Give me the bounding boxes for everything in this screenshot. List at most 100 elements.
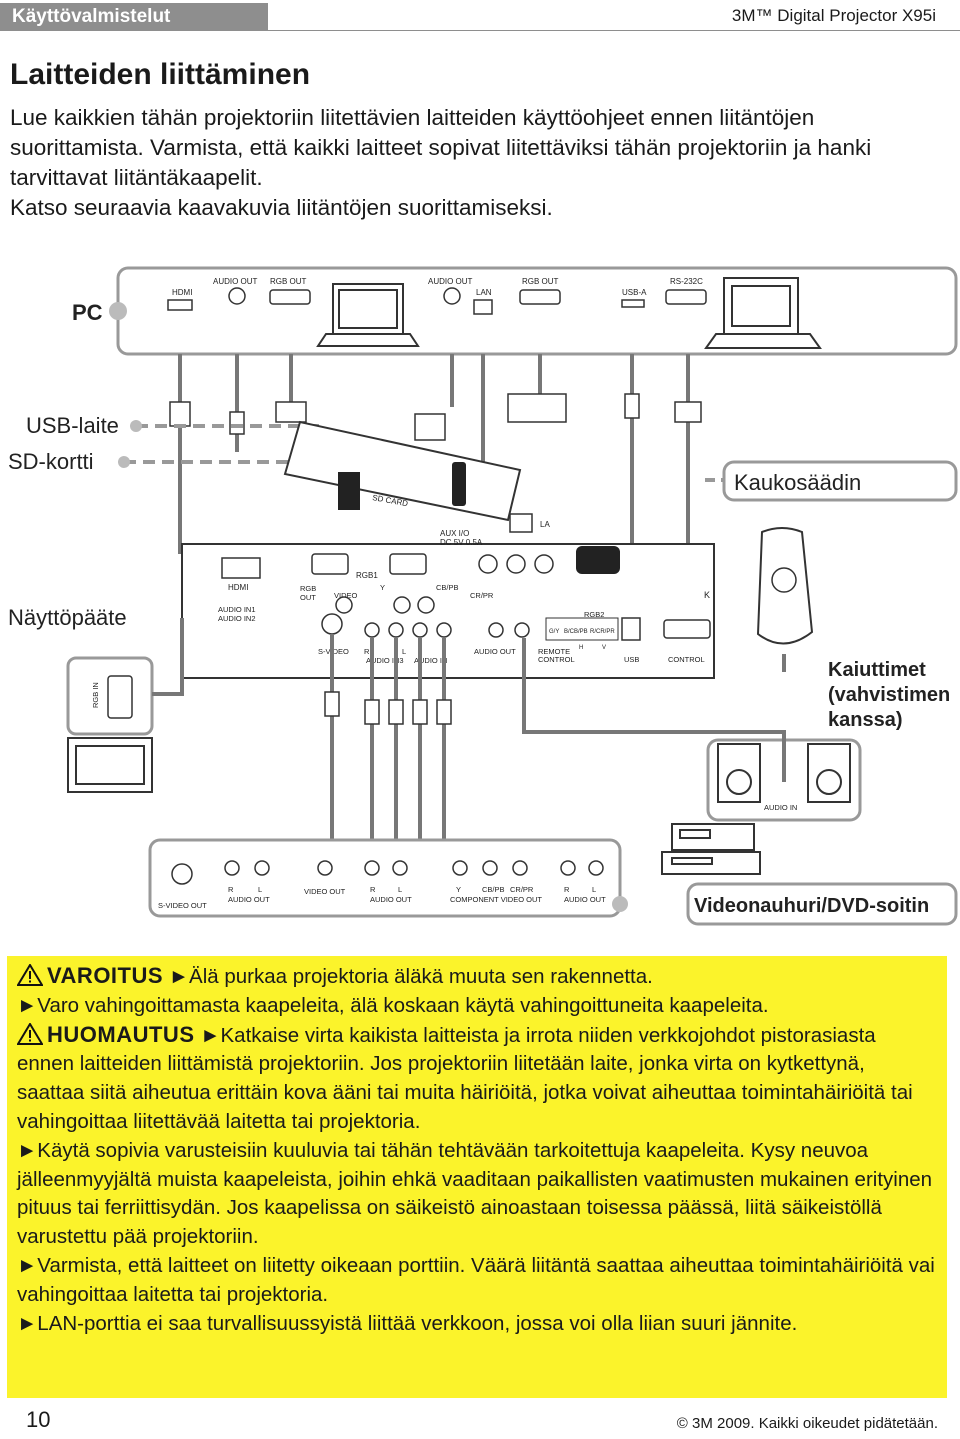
lan-port-label: LA [540, 520, 550, 529]
y-label: Y [380, 583, 385, 592]
pc-port-rgb-out: RGB OUT [270, 277, 307, 286]
remote-label-box [722, 460, 958, 502]
audio-in3-label: AUDIO IN3 [366, 656, 404, 665]
cable-plug-icon [169, 401, 191, 427]
rgb2-r-label: R/CR/PR [590, 629, 615, 635]
rgb-out-label-2: OUT [300, 593, 316, 602]
vcr-audio-out-label: AUDIO OUT [228, 895, 270, 904]
vcr-audio-out2-label: AUDIO OUT [370, 895, 412, 904]
vcr-l3-label: L [592, 885, 596, 894]
cable-plug-icon [674, 401, 702, 423]
notice-paragraph: HUOMAUTUS ►Katkaise virta kaikista laitt… [17, 1021, 937, 1137]
remote-control-label-2: CONTROL [538, 655, 575, 664]
notice-paragraph: ►Varmista, että laitteet on liitetty oik… [17, 1252, 937, 1310]
cable-plug-icon [414, 413, 446, 441]
rgb2-g-label: G/Y [549, 629, 559, 635]
arrow-icon: ► [17, 1311, 38, 1335]
warning-triangle-icon [17, 1022, 43, 1045]
pc-port-usb-a: USB-A [622, 288, 647, 297]
lan-port-icon [473, 299, 493, 315]
vcr-label-box [686, 882, 958, 926]
vcr-crpr-label: CR/PR [510, 885, 534, 894]
vga-port-icon [519, 289, 561, 305]
audio-in-label: AUDIO IN [414, 656, 447, 665]
r-label: R [364, 647, 370, 656]
intro-paragraph: Katso seuraavia kaavakuvia liitäntöjen s… [10, 195, 553, 220]
sd-card-icon [338, 472, 360, 510]
arrow-icon: ► [200, 1023, 221, 1047]
audio-in1-label: AUDIO IN1 [218, 605, 256, 614]
warning-paragraph: ►Varo vahingoittamasta kaapeleita, älä k… [17, 992, 937, 1021]
video-label: VIDEO [334, 591, 358, 600]
warning-label: VAROITUS [47, 963, 164, 988]
arrow-icon: ► [17, 993, 38, 1017]
vcr-video-out-label: VIDEO OUT [304, 887, 346, 896]
usb-device-label: USB-laite [26, 413, 119, 438]
vcr-r3-label: R [564, 885, 570, 894]
power-inlet-icon [576, 546, 620, 574]
vcr-y-label: Y [456, 885, 461, 894]
intro-text: Lue kaikkien tähän projektoriin liitettä… [10, 103, 940, 223]
vcr-svideo-out-label: S-VIDEO OUT [158, 901, 207, 910]
pc-port-audio-out-2: AUDIO OUT [428, 277, 473, 286]
pc-label: PC [72, 300, 103, 325]
vcr-r-label: R [228, 885, 234, 894]
connection-diagram: PC HDMI AUDIO OUT RGB OUT AUDIO OUT LAN … [8, 266, 958, 926]
rgb-out-label: RGB [300, 584, 316, 593]
projector-panel [181, 543, 715, 679]
notice-text: Varmista, että laitteet on liitetty oike… [17, 1253, 935, 1306]
vcr-dvd-icon [661, 823, 761, 875]
cable-plug-icon [624, 393, 640, 419]
hdmi-port-icon [167, 299, 193, 311]
arrow-icon: ► [17, 1253, 38, 1277]
vcr-r2-label: R [370, 885, 376, 894]
pc-port-audio-out: AUDIO OUT [213, 277, 258, 286]
warning-box: VAROITUS ►Älä purkaa projektoria äläkä m… [7, 956, 947, 1398]
component-plug-icon [507, 393, 567, 423]
vcr-audio-out3-label: AUDIO OUT [564, 895, 606, 904]
serial-port-icon [665, 289, 707, 305]
control-port-label: CONTROL [668, 655, 705, 664]
rgb2-v-label: V [602, 645, 606, 651]
speakers-label-1: Kaiuttimet [828, 659, 926, 681]
rgb2-b-label: B/CB/PB [564, 629, 588, 635]
notice-paragraph: ►LAN-porttia ei saa turvallisuussyistä l… [17, 1310, 937, 1339]
remote-control-label: REMOTE [538, 647, 570, 656]
vcr-label: Videonauhuri/DVD-soitin [694, 895, 929, 917]
rgb1-label: RGB1 [356, 571, 378, 580]
vcr-frame [148, 838, 622, 918]
vcr-component-label: COMPONENT VIDEO OUT [450, 895, 542, 904]
intro-paragraph: Lue kaikkien tähän projektoriin liitettä… [10, 105, 872, 190]
arrow-icon: ► [17, 1138, 38, 1162]
notice-text: Käytä sopivia varusteisiin kuuluvia tai … [17, 1138, 933, 1249]
speakers-label-3: kanssa) [828, 709, 903, 731]
page-header: Käyttövalmistelut 3M™ Digital Projector … [0, 0, 960, 34]
vga-port-icon [269, 289, 311, 305]
desktop-pc-icon [704, 277, 822, 349]
speaker-icon [717, 743, 851, 803]
pc-bullet [109, 302, 127, 320]
page-number: 10 [26, 1407, 51, 1432]
monitor-label: Näyttöpääte [8, 605, 127, 630]
notice-paragraph: ►Käytä sopivia varusteisiin kuuluvia tai… [17, 1137, 937, 1252]
sd-card-label: SD-kortti [8, 449, 94, 474]
copyright: © 3M 2009. Kaikki oikeudet pidätetään. [676, 1415, 938, 1432]
remote-control-icon [756, 527, 814, 672]
audio-in2-label: AUDIO IN2 [218, 614, 256, 623]
monitor-icon [67, 737, 153, 793]
vcr-l2-label: L [398, 885, 402, 894]
cable-plug-icon [275, 401, 307, 423]
usb-port-icon [621, 299, 645, 308]
usb-port-label: USB [624, 655, 639, 664]
warning-line: Varo vahingoittamasta kaapeleita, älä ko… [37, 993, 769, 1017]
audio-out-label: AUDIO OUT [474, 647, 516, 656]
rgb-in-label: RGB IN [91, 682, 100, 708]
warning-paragraph: VAROITUS ►Älä purkaa projektoria äläkä m… [17, 962, 937, 992]
product-name: 3M™ Digital Projector X95i [731, 6, 936, 25]
vcr-cbpb-label: CB/PB [482, 885, 505, 894]
l-label: L [402, 647, 406, 656]
usb-stick-icon [452, 462, 466, 506]
warning-line: Älä purkaa projektoria äläkä muuta sen r… [189, 965, 653, 988]
arrow-icon: ► [168, 965, 190, 988]
warning-triangle-icon [17, 964, 43, 986]
